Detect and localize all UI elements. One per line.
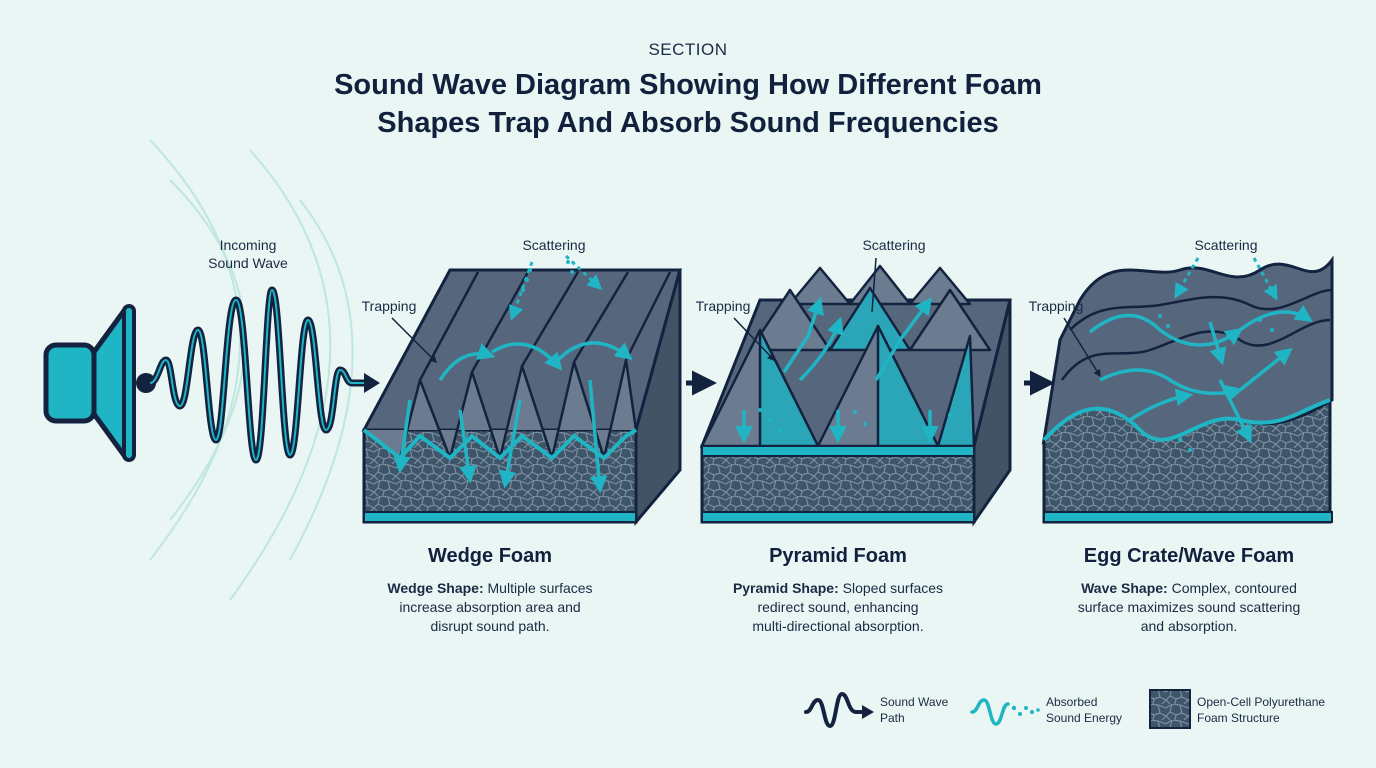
incoming-label-line-2: Sound Wave (208, 255, 288, 271)
legend-sound-wave-icon (804, 691, 874, 729)
wedge-foam-title: Wedge Foam (427, 545, 553, 567)
legend-absorbed-energy-icon (970, 698, 1040, 726)
pyramid-scattering-label: Scattering (862, 237, 926, 253)
wave-desc-line-1: Complex, contoured (1167, 580, 1297, 596)
pyramid-desc-line-1: Sloped surfaces (838, 580, 944, 596)
wedge-desc-bold: Wedge Shape: (387, 580, 484, 596)
legend-absorbed-line-2: Sound Energy (1046, 711, 1123, 725)
wave-trapping-label: Trapping (1028, 298, 1084, 314)
pyramid-foam-description: Pyramid Shape: Sloped surfaces redirect … (698, 579, 978, 636)
wedge-foam-description: Wedge Shape: Multiple surfaces increase … (360, 579, 620, 636)
wedge-scattering-label: Scattering (522, 237, 586, 253)
legend-absorbed-energy: Absorbed Sound Energy (1046, 694, 1146, 726)
wedge-desc-line-1: Multiple surfaces (483, 580, 593, 596)
pyramid-foam-title: Pyramid Foam (769, 545, 907, 567)
wedge-desc-line-3: disrupt sound path. (430, 618, 550, 634)
legend-sound-wave-line-2: Path (880, 711, 905, 725)
diagram-title: Sound Wave Diagram Showing How Different… (188, 66, 1188, 142)
wedge-trapping-label: Trapping (361, 298, 417, 314)
section-label: SECTION (648, 40, 728, 59)
wave-desc-bold: Wave Shape: (1081, 580, 1168, 596)
pyramid-foam-illustration (699, 257, 1012, 527)
legend-sound-wave-path: Sound Wave Path (880, 694, 970, 726)
wedge-desc-line-2: increase absorption area and (399, 599, 581, 615)
background-wavefronts (149, 139, 354, 601)
wave-foam-title: Egg Crate/Wave Foam (1083, 545, 1295, 567)
wave-desc-line-2: surface maximizes sound scattering (1077, 599, 1301, 615)
title-line-1: Sound Wave Diagram Showing How Different… (334, 69, 1042, 101)
wave-foam-illustration (1041, 255, 1334, 524)
pyramid-desc-line-2: redirect sound, enhancing (757, 599, 919, 615)
pyramid-desc-line-3: multi-directional absorption. (752, 618, 924, 634)
title-line-2: Shapes Trap And Absorb Sound Frequencies (377, 107, 999, 139)
legend-absorbed-line-1: Absorbed (1046, 695, 1098, 709)
wedge-foam-illustration (361, 254, 682, 527)
legend-foam-line-1: Open-Cell Polyurethane (1197, 695, 1326, 709)
legend-sound-wave-line-1: Sound Wave (880, 695, 949, 709)
incoming-sound-wave-inner (149, 288, 368, 462)
pyramid-trapping-label: Trapping (695, 298, 751, 314)
speaker-icon (43, 304, 156, 462)
wave-arrowhead-icon (364, 373, 380, 393)
wave-scattering-label: Scattering (1194, 237, 1258, 253)
legend-foam-structure: Open-Cell Polyurethane Foam Structure (1197, 694, 1367, 726)
incoming-sound-wave-label: Incoming Sound Wave (190, 236, 306, 272)
pyramid-desc-bold: Pyramid Shape: (732, 580, 839, 596)
legend-foam-line-2: Foam Structure (1197, 711, 1280, 725)
incoming-sound-wave (146, 286, 372, 464)
wave-foam-description: Wave Shape: Complex, contoured surface m… (1044, 579, 1334, 636)
incoming-label-line-1: Incoming (219, 237, 277, 253)
wave-desc-line-3: and absorption. (1140, 618, 1238, 634)
legend-foam-structure-icon (1149, 689, 1191, 729)
